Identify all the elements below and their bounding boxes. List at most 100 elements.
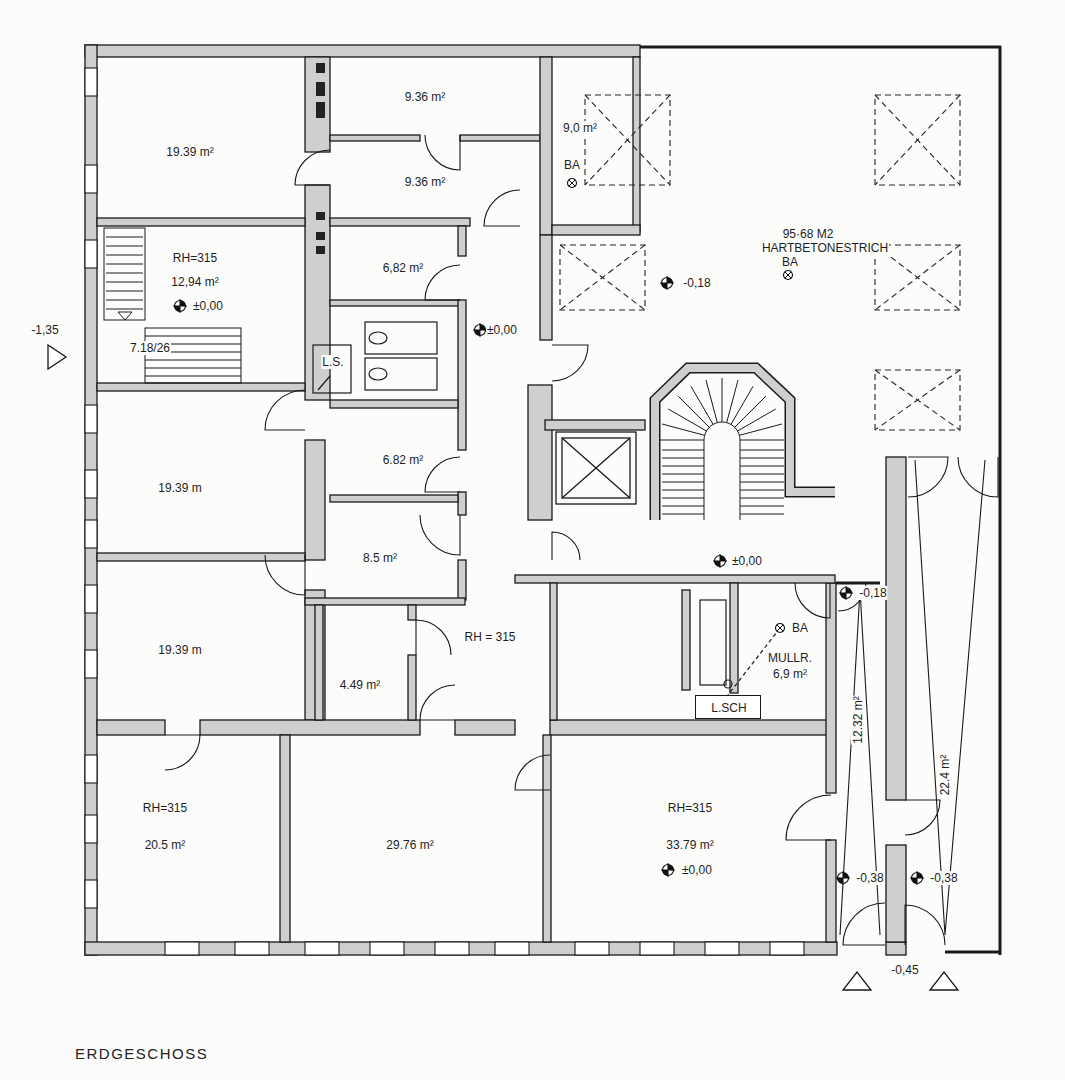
room-label: 19.39 m² <box>165 145 214 159</box>
door-swing <box>165 735 200 770</box>
window <box>85 880 97 908</box>
thin-wall <box>640 46 1001 955</box>
stair-tread <box>662 458 704 459</box>
entrance-arrow <box>48 345 66 369</box>
wall <box>552 225 640 235</box>
wall <box>305 598 465 605</box>
chimney-flue <box>316 246 325 254</box>
window <box>770 942 804 955</box>
ramp-line <box>915 460 985 935</box>
chimney-flue <box>316 232 325 240</box>
thin-wall <box>945 951 1000 954</box>
stair <box>104 228 784 520</box>
room-label: 19.39 m <box>157 643 202 657</box>
skylight <box>875 370 960 430</box>
door-swing <box>795 583 830 618</box>
room-area: RH=31533.79 m²±0,00 <box>551 735 826 942</box>
room-label: BA <box>563 158 581 172</box>
room-label: HARTBETONESTRICH <box>761 241 889 255</box>
room-label: L.SCH <box>710 701 747 715</box>
window <box>435 942 469 955</box>
room-area: 9.36 m² <box>330 57 540 135</box>
wall <box>682 590 690 690</box>
room-label: 4.49 m² <box>339 678 382 692</box>
stair-wall <box>655 368 835 520</box>
skylight <box>560 95 960 430</box>
level-mark <box>660 276 674 290</box>
room-label: 29.76 m² <box>385 838 434 852</box>
wall <box>458 492 466 515</box>
door-swing <box>552 532 580 560</box>
wall <box>97 383 305 391</box>
room-label: RH = 315 <box>463 630 516 644</box>
room-area: 9,0 m²BA <box>552 57 633 225</box>
room-label: ±0,00 <box>192 299 224 313</box>
wall <box>85 45 640 57</box>
stair-tread <box>662 514 704 515</box>
room-label: RH=315 <box>172 251 218 265</box>
stair-tread <box>668 409 706 431</box>
room-area: 95·68 M2HARTBETONESTRICHBA-0,18 <box>552 235 997 575</box>
stair-tread <box>740 474 784 475</box>
level-label: ±0,00 <box>731 554 763 568</box>
skylight <box>875 95 960 185</box>
stair <box>104 228 145 320</box>
wall <box>550 583 557 720</box>
room-label: MULLR. <box>767 651 813 665</box>
room-area: 22.4 m² <box>906 460 998 940</box>
room-label: 9.36 m² <box>404 90 447 104</box>
wall <box>886 845 906 942</box>
wall <box>97 553 305 561</box>
stair <box>704 422 740 520</box>
level-mark <box>173 276 924 885</box>
stair-tread <box>660 440 704 441</box>
window <box>85 68 97 96</box>
elevator <box>556 432 636 504</box>
room-label: 95·68 M2 <box>782 227 835 241</box>
window <box>85 405 97 433</box>
wall <box>550 720 830 735</box>
stair-tread <box>706 380 717 423</box>
window <box>85 470 97 498</box>
stair-tread <box>740 450 784 451</box>
drain-mark <box>776 624 785 633</box>
stair <box>118 312 132 320</box>
wall <box>200 720 420 735</box>
room-area: 6,82 m² <box>330 226 458 300</box>
wall <box>458 560 466 600</box>
entrance-arrow <box>843 972 871 990</box>
stair-tread <box>662 466 704 467</box>
room-label: 22.4 m² <box>938 754 952 797</box>
door-swing <box>552 345 588 381</box>
wall <box>330 400 458 408</box>
wall <box>826 583 836 793</box>
door-swing <box>958 457 998 497</box>
door-swing <box>425 265 460 300</box>
refuse-chute <box>724 680 732 688</box>
window <box>85 240 97 268</box>
room-label: RH=315 <box>667 801 713 815</box>
room-area: 9.36 m² <box>330 141 540 218</box>
room-area: RH = 315 <box>416 583 550 720</box>
level-label: -0,38 <box>929 871 958 885</box>
room-area: RH=31512,94 m²±0,007.18/26 <box>97 226 305 383</box>
room-label: 6.82 m² <box>382 453 425 467</box>
door-swing <box>420 515 460 555</box>
wall <box>458 226 466 256</box>
skylight <box>560 245 645 310</box>
door-swing <box>265 555 305 595</box>
level-label: L.S. <box>321 355 344 369</box>
wall <box>330 218 470 226</box>
chimney-flue <box>316 212 325 220</box>
wall <box>305 590 325 720</box>
wall <box>460 135 540 141</box>
door-swing <box>843 903 885 945</box>
room-area: RH=31520.5 m² <box>97 735 280 942</box>
room-label: BA <box>791 621 809 635</box>
refuse-chute <box>700 600 780 695</box>
stair-tread <box>735 396 766 427</box>
thin-wall <box>999 46 1002 955</box>
wc-fixture <box>365 322 437 354</box>
room-label: 7.18/26 <box>129 341 171 355</box>
